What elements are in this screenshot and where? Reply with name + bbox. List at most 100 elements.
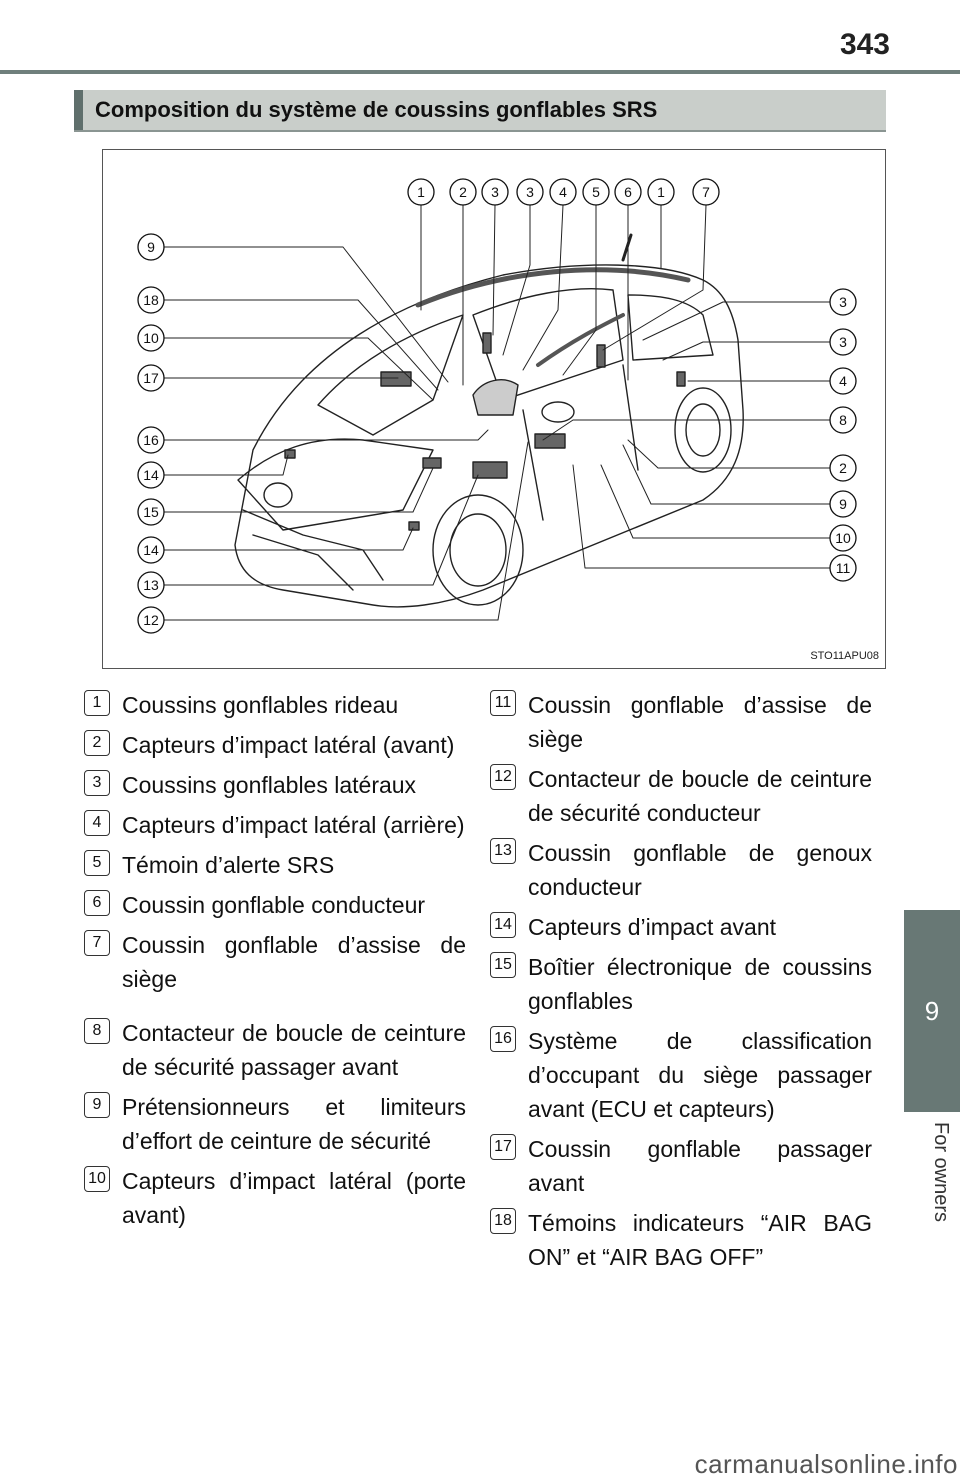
callout-left-6-text: 15 xyxy=(143,504,159,520)
legend-number-badge: 7 xyxy=(84,930,110,956)
legend-number-badge: 8 xyxy=(84,1018,110,1044)
legend-item-4: 4 Capteurs d’impact latéral (arrière) xyxy=(84,808,466,842)
callout-left-2: 10 xyxy=(138,325,164,351)
section-underline xyxy=(74,130,886,132)
callout-left-9-text: 12 xyxy=(143,612,159,628)
callout-right-2-text: 4 xyxy=(839,373,847,389)
figure-code: STO11APU08 xyxy=(810,650,879,662)
callout-top-2: 3 xyxy=(482,179,508,205)
callout-left-5: 14 xyxy=(138,462,164,488)
legend-item-12: 12 Contacteur de boucle de cein­ture de s… xyxy=(490,762,872,830)
legend-item-14: 14 Capteurs d’impact avant xyxy=(490,910,872,944)
legend-item-7: 7 Coussin gonflable d’assise de siège xyxy=(84,928,466,996)
callout-left-1: 18 xyxy=(138,287,164,313)
section-title: Composition du système de coussins gonfl… xyxy=(74,90,886,130)
callout-left-1-text: 18 xyxy=(143,292,159,308)
legend-number-badge: 4 xyxy=(84,810,110,836)
legend-item-13: 13 Coussin gonflable de genoux conducteur xyxy=(490,836,872,904)
callout-right-4-text: 2 xyxy=(839,460,847,476)
callout-top-6: 6 xyxy=(615,179,641,205)
callout-top-1: 2 xyxy=(450,179,476,205)
callout-top-8-text: 7 xyxy=(702,184,710,200)
legend-item-10: 10 Capteurs d’impact latéral (porte avant… xyxy=(84,1164,466,1232)
top-rule xyxy=(0,70,960,74)
legend-text: Capteurs d’impact avant xyxy=(528,910,872,944)
legend-item-6: 6 Coussin gonflable conducteur xyxy=(84,888,466,922)
legend-item-18: 18 Témoins indicateurs “AIR BAG ON” et “A… xyxy=(490,1206,872,1274)
legend-number-badge: 13 xyxy=(490,838,516,864)
callout-left-4-text: 16 xyxy=(143,432,159,448)
legend-text: Capteurs d’impact latéral (avant) xyxy=(122,728,466,762)
legend-item-8: 8 Contacteur de boucle de cein­ture de sé… xyxy=(84,1016,466,1084)
callout-left-5-text: 14 xyxy=(143,467,159,483)
callout-right-2: 4 xyxy=(830,368,856,394)
legend-text: Coussin gonflable de genoux conducteur xyxy=(528,836,872,904)
callout-top-2-text: 3 xyxy=(491,184,499,200)
callout-right-0-text: 3 xyxy=(839,294,847,310)
callout-right-7: 11 xyxy=(830,555,856,581)
legend-number-badge: 2 xyxy=(84,730,110,756)
chapter-tab: 9 xyxy=(904,910,960,1112)
callout-top-0-text: 1 xyxy=(417,184,425,200)
callout-top-5: 5 xyxy=(583,179,609,205)
legend-text: Capteurs d’impact latéral (porte avant) xyxy=(122,1164,466,1232)
callout-top-7-text: 1 xyxy=(657,184,665,200)
page-number: 343 xyxy=(840,28,890,62)
callout-left-3-text: 17 xyxy=(143,370,159,386)
callout-left-8: 13 xyxy=(138,572,164,598)
legend-item-1: 1 Coussins gonflables rideau xyxy=(84,688,466,722)
callout-left-7-text: 14 xyxy=(143,542,159,558)
legend-number-badge: 1 xyxy=(84,690,110,716)
legend-text: Coussin gonflable conducteur xyxy=(122,888,466,922)
callout-right-0: 3 xyxy=(830,289,856,315)
callout-top-1-text: 2 xyxy=(459,184,467,200)
legend-text: Contacteur de boucle de cein­ture de séc… xyxy=(528,762,872,830)
callout-right-6: 10 xyxy=(830,525,856,551)
callout-top-6-text: 6 xyxy=(624,184,632,200)
legend-number-badge: 5 xyxy=(84,850,110,876)
callout-right-5-text: 9 xyxy=(839,496,847,512)
callout-right-7-text: 11 xyxy=(836,560,851,576)
legend-number-badge: 9 xyxy=(84,1092,110,1118)
legend-item-16: 16 Système de classification d’occupant d… xyxy=(490,1024,872,1126)
callout-top-4: 4 xyxy=(550,179,576,205)
legend-number-badge: 11 xyxy=(490,690,516,716)
callout-left-0-text: 9 xyxy=(147,239,155,255)
callout-left-8-text: 13 xyxy=(143,577,159,593)
legend-text: Coussins gonflables rideau xyxy=(122,688,466,722)
callout-top-7: 1 xyxy=(648,179,674,205)
callout-top-0: 1 xyxy=(408,179,434,205)
callout-left-7: 14 xyxy=(138,537,164,563)
legend-number-badge: 16 xyxy=(490,1026,516,1052)
callout-left-0: 9 xyxy=(138,234,164,260)
callout-top-8: 7 xyxy=(693,179,719,205)
callout-right-1-text: 3 xyxy=(839,334,847,350)
callout-top-3-text: 3 xyxy=(526,184,534,200)
legend-text: Contacteur de boucle de cein­ture de séc… xyxy=(122,1016,466,1084)
legend-text: Capteurs d’impact latéral (arrière) xyxy=(122,808,466,842)
legend-number-badge: 18 xyxy=(490,1208,516,1234)
legend-number-badge: 10 xyxy=(84,1166,110,1192)
legend-text: Prétensionneurs et limiteurs d’effort de… xyxy=(122,1090,466,1158)
legend-number-badge: 12 xyxy=(490,764,516,790)
callout-left-4: 16 xyxy=(138,427,164,453)
watermark: carmanualsonline.info xyxy=(695,1449,958,1480)
callout-right-4: 2 xyxy=(830,455,856,481)
callout-right-6-text: 10 xyxy=(835,530,851,546)
callout-right-5: 9 xyxy=(830,491,856,517)
legend-text: Coussins gonflables latéraux xyxy=(122,768,466,802)
legend-number-badge: 14 xyxy=(490,912,516,938)
legend-text: Coussin gonflable d’assise de siège xyxy=(122,928,466,996)
callout-left-9: 12 xyxy=(138,607,164,633)
legend-text: Système de classification d’occupant du … xyxy=(528,1024,872,1126)
callout-top-4-text: 4 xyxy=(559,184,567,200)
legend-text: Témoins indicateurs “AIR BAG ON” et “AIR… xyxy=(528,1206,872,1274)
legend-number-badge: 6 xyxy=(84,890,110,916)
